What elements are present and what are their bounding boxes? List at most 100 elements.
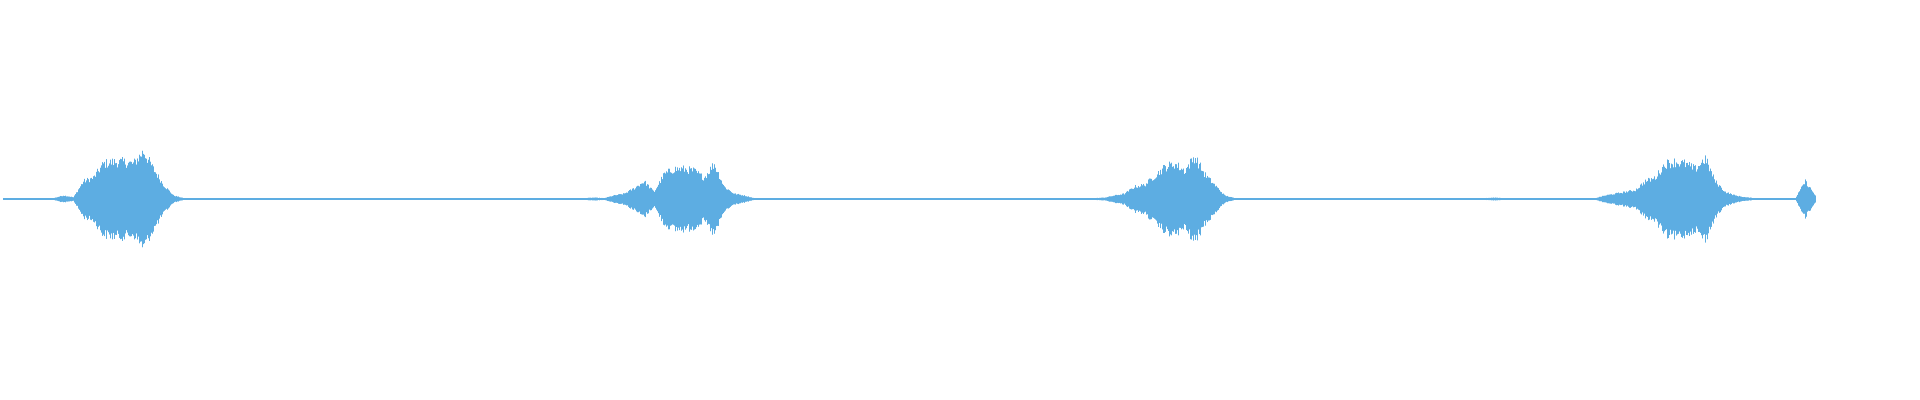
waveform-sample xyxy=(1225,195,1226,203)
waveform-sample xyxy=(182,197,183,201)
waveform-sample xyxy=(1638,188,1639,210)
waveform-sample xyxy=(1126,191,1127,207)
waveform-sample xyxy=(339,198,340,200)
waveform-sample xyxy=(1233,197,1234,201)
waveform-sample xyxy=(1375,198,1376,200)
waveform-sample xyxy=(271,198,272,200)
waveform-sample xyxy=(504,198,505,200)
waveform-sample xyxy=(1624,191,1625,207)
waveform-sample xyxy=(1110,196,1111,202)
waveform-sample xyxy=(1580,198,1581,200)
waveform-sample xyxy=(453,198,454,200)
waveform-sample xyxy=(422,198,423,200)
waveform-sample xyxy=(787,198,788,200)
waveform-sample xyxy=(1411,198,1412,200)
waveform-sample xyxy=(27,198,28,200)
waveform-sample xyxy=(733,193,734,205)
waveform-sample xyxy=(998,198,999,200)
waveform-sample xyxy=(1541,198,1542,200)
waveform-sample xyxy=(145,158,146,240)
waveform-sample xyxy=(1527,198,1528,200)
waveform-sample xyxy=(1675,167,1676,231)
waveform-sample xyxy=(1800,189,1801,209)
waveform-sample xyxy=(1691,163,1692,235)
waveform-sample xyxy=(355,198,356,200)
waveform-sample xyxy=(303,198,304,200)
waveform-sample xyxy=(690,168,691,230)
waveform-sample xyxy=(1678,164,1679,234)
waveform-sample xyxy=(230,198,231,200)
waveform-sample xyxy=(1631,190,1632,208)
waveform-sample xyxy=(1636,188,1637,210)
waveform-sample xyxy=(1412,198,1413,200)
waveform-sample xyxy=(691,168,692,230)
waveform-sample xyxy=(206,198,207,200)
waveform-sample xyxy=(1480,198,1481,200)
waveform-sample xyxy=(357,198,358,200)
waveform-sample xyxy=(1734,194,1735,204)
waveform-sample xyxy=(1626,191,1627,207)
waveform-sample xyxy=(1057,198,1058,200)
waveform-sample xyxy=(254,198,255,200)
waveform-sample xyxy=(846,198,847,200)
waveform-sample xyxy=(1296,198,1297,200)
waveform-sample xyxy=(957,198,958,200)
waveform-sample xyxy=(1274,198,1275,200)
waveform-sample xyxy=(1249,198,1250,200)
waveform-sample xyxy=(1787,198,1788,200)
waveform-sample xyxy=(614,194,615,204)
waveform-sample xyxy=(760,198,761,200)
waveform-sample xyxy=(1125,193,1126,205)
waveform-sample xyxy=(104,161,105,237)
waveform-sample xyxy=(209,198,210,200)
waveform-sample xyxy=(600,198,601,200)
waveform-sample xyxy=(43,198,44,200)
waveform-sample xyxy=(56,197,57,201)
waveform-sample xyxy=(1780,198,1781,200)
waveform-sample xyxy=(1116,194,1117,204)
waveform-sample xyxy=(1181,168,1182,230)
waveform-sample xyxy=(446,198,447,200)
waveform-sample xyxy=(1720,185,1721,213)
waveform-sample xyxy=(1287,198,1288,200)
waveform-sample xyxy=(1529,198,1530,200)
waveform-sample xyxy=(1714,179,1715,219)
waveform-sample xyxy=(1058,198,1059,200)
waveform-sample xyxy=(1556,198,1557,200)
waveform-sample xyxy=(916,198,917,200)
waveform-sample xyxy=(181,197,182,201)
waveform-sample xyxy=(1462,198,1463,200)
waveform-sample xyxy=(470,198,471,200)
waveform-sample xyxy=(5,198,6,200)
waveform-sample xyxy=(991,198,992,200)
waveform-sample xyxy=(936,198,937,200)
waveform-sample xyxy=(540,198,541,200)
waveform-sample xyxy=(1705,155,1706,243)
waveform-sample xyxy=(1262,198,1263,200)
waveform-sample xyxy=(176,195,177,203)
waveform-sample xyxy=(1216,185,1217,213)
waveform-sample xyxy=(1338,198,1339,200)
waveform-sample xyxy=(155,172,156,226)
waveform-sample xyxy=(172,194,173,204)
waveform-sample xyxy=(499,198,500,200)
waveform-sample xyxy=(1168,167,1169,231)
waveform-sample xyxy=(1197,157,1198,241)
waveform-sample xyxy=(1479,198,1480,200)
waveform-sample xyxy=(641,183,642,215)
waveform-sample xyxy=(246,198,247,200)
waveform-sample xyxy=(778,198,779,200)
waveform-sample xyxy=(23,198,24,200)
waveform-sample xyxy=(1588,198,1589,200)
waveform-sample xyxy=(1159,174,1160,224)
waveform-sample xyxy=(855,198,856,200)
waveform-sample xyxy=(1396,198,1397,200)
waveform-sample xyxy=(1599,196,1600,202)
waveform-sample xyxy=(275,198,276,200)
waveform-sample xyxy=(374,198,375,200)
waveform-sample xyxy=(100,167,101,231)
waveform-sample xyxy=(1100,197,1101,201)
waveform-sample xyxy=(1519,198,1520,200)
waveform-sample xyxy=(1537,198,1538,200)
waveform-sample xyxy=(1754,198,1755,200)
